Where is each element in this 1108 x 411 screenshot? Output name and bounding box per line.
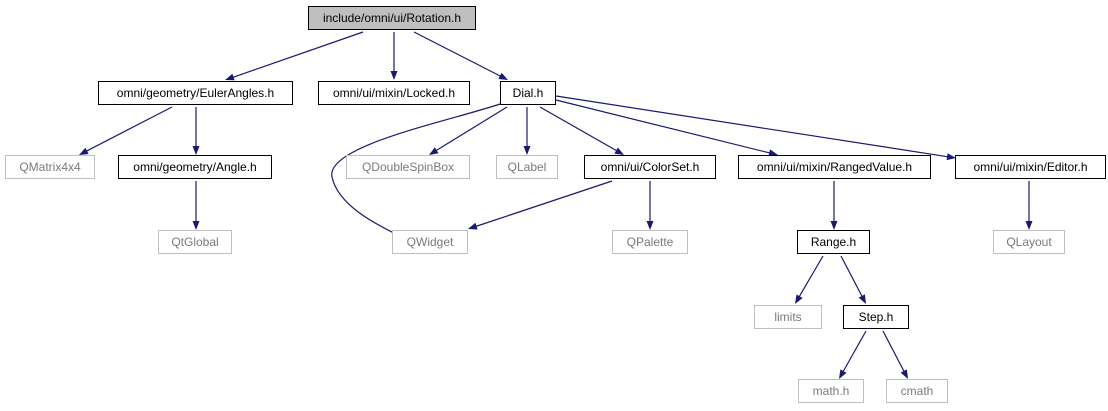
edge-arrowhead-step-to-mathh — [839, 369, 847, 379]
edge-rotation-to-eulerangles — [232, 31, 364, 78]
edge-arrowhead-angle-to-qtglobal — [192, 221, 200, 230]
node-qdoublespinbox: QDoubleSpinBox — [346, 155, 470, 179]
edge-arrowhead-rotation-to-dial — [498, 72, 508, 80]
edge-arrowhead-colorset-to-qpalette — [646, 221, 654, 230]
edge-step-to-cmath — [882, 330, 905, 373]
edge-arrowhead-step-to-cmath — [900, 369, 908, 379]
edge-arrowhead-dial-to-qdoublespinbox — [429, 147, 439, 155]
edge-colorset-to-qwidget — [475, 180, 613, 228]
edge-eulerangles-to-qmatrix4x4 — [85, 106, 173, 152]
edge-range-to-step — [840, 255, 863, 298]
edge-arrowhead-dial-to-qlabel — [523, 146, 531, 155]
node-qwidget: QWidget — [392, 230, 468, 254]
edge-arrowhead-dial-to-editor — [946, 153, 956, 161]
edge-arrowhead-rotation-to-locked — [390, 71, 398, 80]
node-math-h: math.h — [798, 379, 864, 403]
node-dial-h[interactable]: Dial.h — [500, 81, 556, 105]
edge-step-to-mathh — [842, 330, 867, 373]
node-rangedvalue-h[interactable]: omni/ui/mixin/RangedValue.h — [738, 155, 931, 179]
node-rotation-h: include/omni/ui/Rotation.h — [308, 6, 476, 30]
node-qpalette: QPalette — [612, 230, 688, 254]
edge-arrowhead-rangedvalue-to-range — [830, 221, 838, 230]
node-eulerangles-h[interactable]: omni/geometry/EulerAngles.h — [98, 81, 293, 105]
edge-arrowhead-editor-to-qlayout — [1025, 221, 1033, 230]
edge-dial-to-editor — [555, 95, 949, 158]
edge-dial-to-qdoublespinbox — [435, 106, 508, 152]
edge-arrowhead-colorset-to-qwidget — [468, 222, 478, 230]
edge-dial-to-colorset — [539, 106, 618, 152]
edge-dial-to-rangedvalue — [555, 99, 771, 154]
edge-arrowhead-eulerangles-to-qmatrix4x4 — [79, 147, 89, 155]
node-qmatrix4x4: QMatrix4x4 — [5, 155, 95, 179]
node-limits: limits — [754, 305, 822, 329]
node-qtglobal: QtGlobal — [158, 230, 232, 254]
edge-arrowhead-dial-to-colorset — [614, 147, 624, 155]
edge-range-to-limits — [798, 255, 824, 298]
node-cmath: cmath — [886, 379, 948, 403]
node-angle-h[interactable]: omni/geometry/Angle.h — [118, 155, 272, 179]
node-editor-h[interactable]: omni/ui/mixin/Editor.h — [955, 155, 1106, 179]
edge-arrowhead-range-to-limits — [795, 294, 803, 304]
node-range-h[interactable]: Range.h — [797, 230, 870, 254]
edge-arrowhead-dial-to-rangedvalue — [768, 149, 778, 157]
edge-arrowhead-rotation-to-eulerangles — [225, 73, 235, 81]
edge-dial-to-qwidget — [331, 102, 504, 237]
node-step-h[interactable]: Step.h — [843, 305, 909, 329]
node-qlabel: QLabel — [496, 155, 558, 179]
edge-rotation-to-dial — [413, 31, 502, 77]
node-colorset-h[interactable]: omni/ui/ColorSet.h — [584, 155, 716, 179]
node-qlayout: QLayout — [993, 230, 1065, 254]
node-locked-h[interactable]: omni/ui/mixin/Locked.h — [318, 81, 470, 105]
edge-arrowhead-range-to-step — [858, 294, 866, 304]
edge-arrowhead-eulerangles-to-angle — [192, 146, 200, 155]
